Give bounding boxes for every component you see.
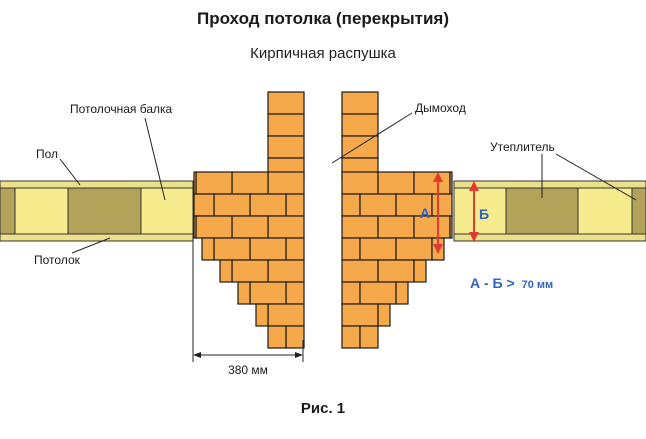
- dimension-label: 380 мм: [228, 363, 268, 377]
- left-insulation-2: [14, 187, 69, 235]
- left-brick: [193, 193, 215, 217]
- marker-a: А: [420, 205, 430, 221]
- right-brick: [377, 259, 415, 283]
- left-brick: [267, 325, 287, 349]
- right-brick: [341, 237, 361, 261]
- left-brick: [267, 171, 305, 195]
- right-brick: [413, 259, 427, 283]
- diagram-subtitle: Кирпичная распушка: [250, 45, 396, 62]
- left-brick: [231, 259, 269, 283]
- leader-beam: [144, 117, 166, 201]
- right-brick: [359, 281, 397, 305]
- left-brick: [231, 171, 269, 195]
- diagram-title: Проход потолка (перекрытия): [197, 9, 449, 28]
- right-ceiling-layer: [453, 233, 646, 242]
- right-brick: [341, 281, 361, 305]
- left-brick: [285, 325, 305, 349]
- right-brick: [341, 135, 379, 159]
- formula-value: 70 мм: [522, 279, 554, 291]
- left-brick: [267, 303, 305, 327]
- left-brick: [267, 259, 305, 283]
- left-brick: [213, 193, 251, 217]
- right-brick: [395, 281, 409, 305]
- right-brick-wall: [341, 91, 453, 349]
- left-brick: [255, 303, 269, 327]
- right-insulation-3: [631, 187, 646, 235]
- left-brick: [193, 215, 197, 239]
- right-brick: [395, 237, 433, 261]
- label-beam: Потолочная балка: [70, 102, 173, 116]
- leader-floor: [59, 158, 81, 186]
- arrow-b: [469, 181, 479, 242]
- left-brick: [195, 215, 233, 239]
- left-brick: [267, 215, 305, 239]
- right-brick: [341, 325, 361, 349]
- right-brick: [449, 215, 453, 239]
- left-brick: [267, 135, 305, 159]
- left-brick: [231, 215, 269, 239]
- dimension-380: [192, 238, 304, 362]
- left-ceiling-beam: [67, 187, 142, 235]
- figure-caption: Рис. 1: [301, 400, 345, 417]
- right-brick: [341, 113, 379, 137]
- left-brick: [285, 237, 305, 261]
- label-insulation: Утеплитель: [490, 140, 555, 154]
- right-brick: [359, 193, 397, 217]
- right-brick: [341, 171, 379, 195]
- left-insulation-1: [0, 187, 16, 235]
- label-chimney: Дымоход: [415, 101, 466, 115]
- right-brick: [341, 259, 379, 283]
- formula: А - Б > 70 мм: [470, 275, 553, 291]
- right-brick: [377, 215, 415, 239]
- left-floor-layer: [0, 180, 194, 189]
- marker-b: Б: [479, 206, 489, 222]
- left-brick-wall: [193, 91, 305, 349]
- label-floor: Пол: [36, 147, 58, 161]
- left-brick: [219, 259, 233, 283]
- right-insulation-2: [577, 187, 633, 235]
- right-brick: [431, 193, 453, 217]
- right-brick: [413, 171, 451, 195]
- right-brick: [449, 171, 453, 195]
- formula-lhs: А - Б >: [470, 275, 515, 291]
- right-ceiling-section: [453, 180, 646, 242]
- left-brick: [285, 193, 305, 217]
- right-floor-layer: [453, 180, 646, 189]
- leader-chimney: [331, 112, 413, 164]
- right-brick: [377, 171, 415, 195]
- left-brick: [213, 237, 251, 261]
- left-ceiling-section: [0, 180, 194, 242]
- left-brick: [249, 237, 287, 261]
- left-brick: [267, 113, 305, 137]
- label-ceiling: Потолок: [34, 253, 81, 267]
- left-brick: [195, 171, 233, 195]
- left-brick: [285, 281, 305, 305]
- left-ceiling-layer: [0, 233, 194, 242]
- left-brick: [249, 193, 287, 217]
- left-brick: [267, 91, 305, 115]
- left-brick: [201, 237, 215, 261]
- left-brick: [249, 281, 287, 305]
- arrow-a: [433, 172, 443, 254]
- leader-ceiling: [71, 237, 111, 254]
- leader-insulation-2: [555, 153, 637, 201]
- right-brick: [341, 193, 361, 217]
- right-brick: [341, 215, 379, 239]
- right-brick: [359, 237, 397, 261]
- right-brick: [377, 303, 391, 327]
- left-brick: [193, 171, 197, 195]
- left-brick: [237, 281, 251, 305]
- right-brick: [359, 325, 379, 349]
- left-insulation-3: [140, 187, 194, 235]
- right-brick: [341, 303, 379, 327]
- right-brick: [341, 91, 379, 115]
